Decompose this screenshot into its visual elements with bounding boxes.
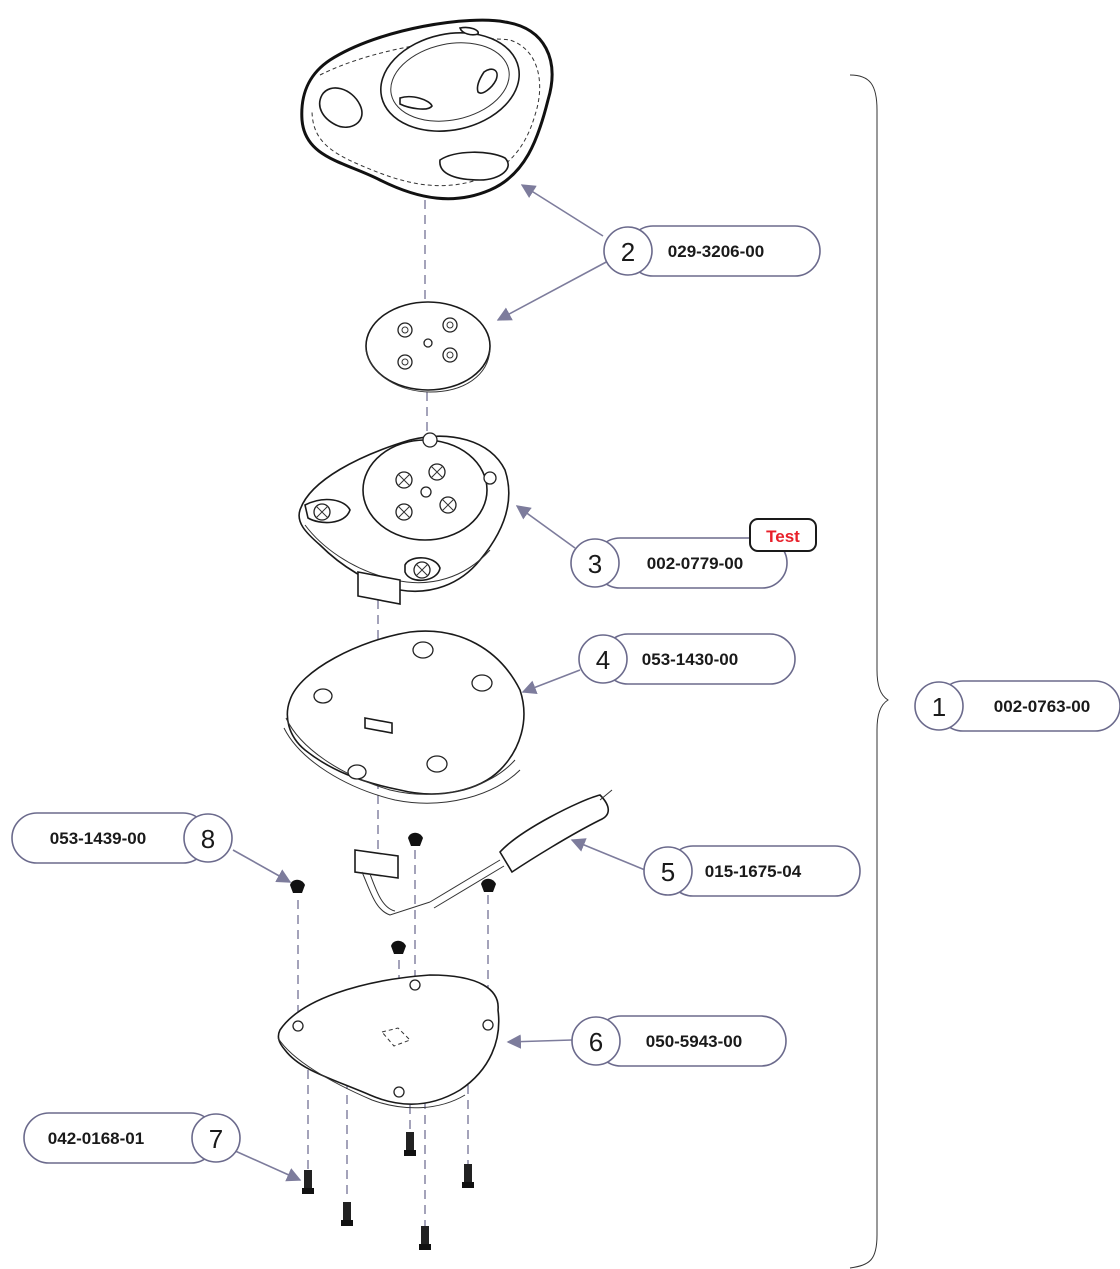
callout-number: 3 <box>588 549 602 579</box>
callout-2: 2 029-3206-00 <box>603 225 821 277</box>
callout-7: 7 042-0168-01 <box>23 1112 241 1164</box>
part-number: 053-1439-00 <box>50 829 146 848</box>
part-number: 002-0763-00 <box>994 697 1090 716</box>
callout-6: 6 050-5943-00 <box>571 1015 787 1067</box>
test-badge: Test <box>749 518 817 552</box>
callout-8: 8 053-1439-00 <box>11 812 233 864</box>
cable-part <box>354 789 613 916</box>
part-number: 029-3206-00 <box>668 242 764 261</box>
callout-number: 2 <box>621 237 635 267</box>
top-cover-part <box>300 18 554 201</box>
part-number: 042-0168-01 <box>48 1129 144 1148</box>
part-number: 015-1675-04 <box>705 862 802 881</box>
callout-number: 5 <box>661 857 675 887</box>
svg-text:Test: Test <box>766 527 800 546</box>
disc-part <box>365 301 491 393</box>
callout-3: 3 002-0779-00 Test <box>570 518 817 589</box>
rubber-feet-part <box>290 832 496 954</box>
part-number: 002-0779-00 <box>647 554 743 573</box>
callout-number: 7 <box>209 1124 223 1154</box>
callout-number: 4 <box>596 645 610 675</box>
callout-number: 1 <box>932 692 946 722</box>
assembly-brace <box>849 74 889 1269</box>
part-number: 053-1430-00 <box>642 650 738 669</box>
part-number: 050-5943-00 <box>646 1032 742 1051</box>
screws-part <box>302 1132 474 1250</box>
callout-1: 1 002-0763-00 <box>914 680 1120 732</box>
bottom-plate-part <box>277 974 500 1109</box>
base-housing-part <box>283 630 525 804</box>
callout-number: 6 <box>589 1027 603 1057</box>
leader-lines <box>232 184 646 1182</box>
callout-number: 8 <box>201 824 215 854</box>
callout-5: 5 015-1675-04 <box>643 845 861 897</box>
callout-4: 4 053-1430-00 <box>578 633 796 685</box>
switch-assembly-part <box>298 432 510 605</box>
